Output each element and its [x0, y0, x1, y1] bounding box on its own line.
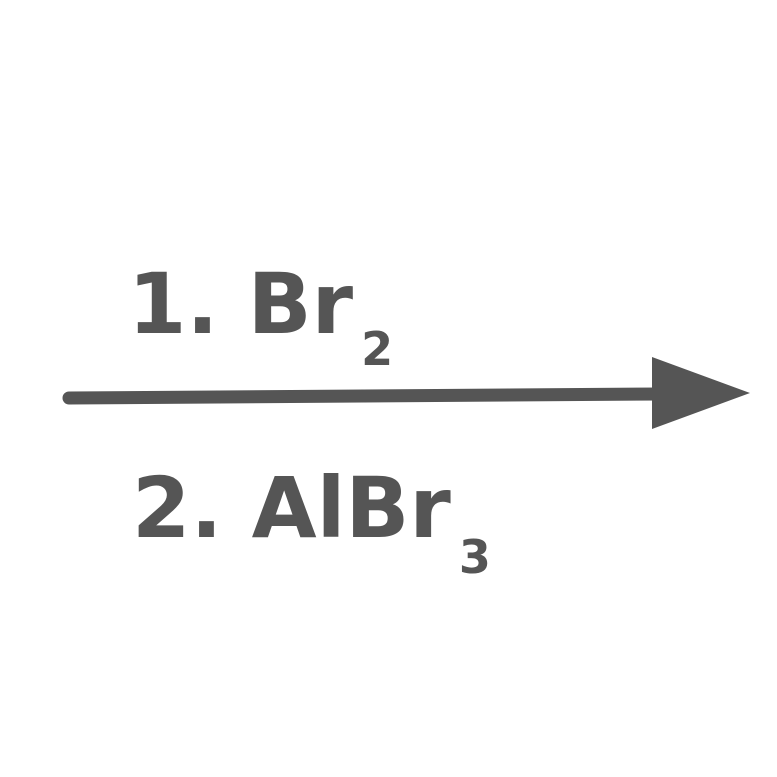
- arrow-shaft: [62, 387, 669, 405]
- arrowhead-icon: [652, 357, 750, 429]
- reagent-step-1-subscript: 2: [361, 322, 394, 376]
- reagent-step-2-subscript: 3: [458, 530, 491, 584]
- reagent-step-1-text: 1. Br: [128, 255, 354, 353]
- reagent-step-2-text: 2. AlBr: [132, 459, 451, 557]
